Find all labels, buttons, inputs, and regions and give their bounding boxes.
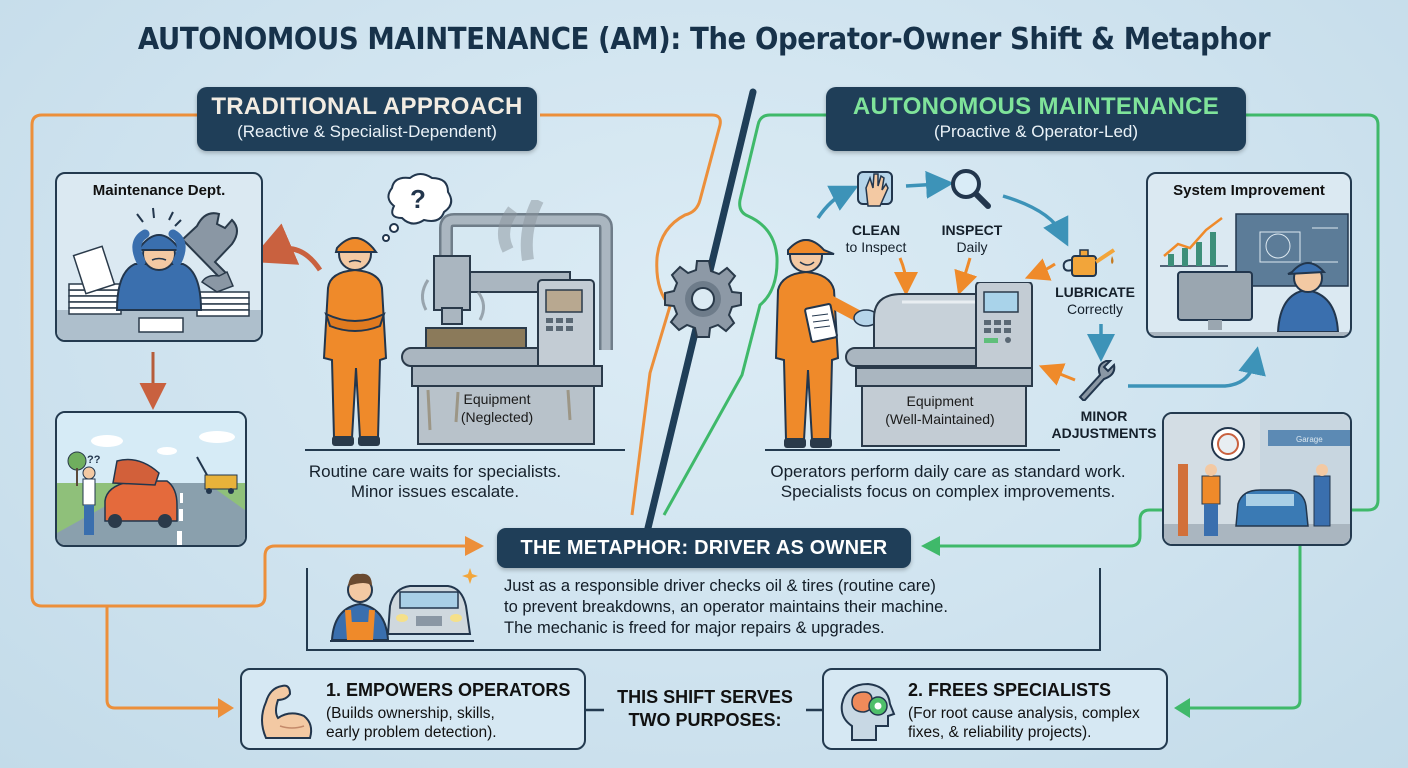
purpose1-line2: early problem detection). xyxy=(326,724,497,741)
metaphor-line3: The mechanic is freed for major repairs … xyxy=(504,619,885,637)
svg-text:Garage: Garage xyxy=(1296,435,1323,444)
autonomous-header-subtitle: (Proactive & Operator-Led) xyxy=(933,122,1139,141)
driver-with-car-icon xyxy=(330,568,478,642)
step-clean: CLEAN to Inspect xyxy=(826,222,926,256)
purpose2-line1: (For root cause analysis, complex xyxy=(908,705,1140,722)
step-lubricate-title: LUBRICATE xyxy=(1055,284,1135,300)
metaphor-line2: to prevent breakdowns, an operator maint… xyxy=(504,598,948,616)
two-purposes-line1: THIS SHIFT SERVES xyxy=(617,687,793,707)
autonomous-caption-line2: Specialists focus on complex improvement… xyxy=(780,482,1116,501)
specialist-at-computer-illustration xyxy=(1148,213,1350,336)
step-clean-title: CLEAN xyxy=(851,222,901,238)
traditional-caption-line2: Minor issues escalate. xyxy=(350,482,520,501)
step-inspect: INSPECT Daily xyxy=(924,222,1020,256)
purpose2-desc: (For root cause analysis, complex fixes,… xyxy=(908,704,1140,742)
metaphor-title: THE METAPHOR: DRIVER AS OWNER xyxy=(497,528,911,568)
traditional-header-title: TRADITIONAL APPROACH xyxy=(211,93,523,120)
step-minor-sub: ADJUSTMENTS xyxy=(1051,425,1157,441)
purpose1-line1: (Builds ownership, skills, xyxy=(326,705,495,722)
flexed-arm-icon xyxy=(261,684,313,739)
step-lubricate-sub: Correctly xyxy=(1066,301,1123,317)
cloth-hand-icon xyxy=(857,171,893,207)
step-minor-title: MINOR xyxy=(1080,408,1128,424)
equipment-state: (Neglected) xyxy=(460,409,534,425)
traditional-caption-line1: Routine care waits for specialists. xyxy=(308,462,562,481)
autonomous-maintenance-header: AUTONOMOUS MAINTENANCE (Proactive & Oper… xyxy=(826,87,1246,151)
metaphor-line1: Just as a responsible driver checks oil … xyxy=(504,577,936,595)
autonomous-caption-line1: Operators perform daily care as standard… xyxy=(770,462,1126,481)
maintenance-dept-panel: Maintenance Dept. xyxy=(55,172,263,342)
well-maintained-equipment-label: Equipment (Well-Maintained) xyxy=(862,392,1018,428)
system-improvement-panel: System Improvement xyxy=(1146,172,1352,338)
happy-operator-illustration xyxy=(774,239,878,448)
car-breakdown-illustration: ?? xyxy=(57,413,245,545)
purpose2-title: 2. FREES SPECIALISTS xyxy=(908,680,1112,700)
traditional-approach-header: TRADITIONAL APPROACH (Reactive & Special… xyxy=(197,87,537,151)
autonomous-caption: Operators perform daily care as standard… xyxy=(738,462,1158,502)
traditional-caption: Routine care waits for specialists. Mino… xyxy=(270,462,600,502)
garage-service-panel: Garage xyxy=(1162,412,1352,546)
two-purposes-line2: TWO PURPOSES: xyxy=(628,710,782,730)
magnifier-icon xyxy=(951,169,991,209)
equipment-label: Equipment xyxy=(463,391,531,407)
purpose1-title: 1. EMPOWERS OPERATORS xyxy=(326,680,571,700)
equipment-label: Equipment xyxy=(906,393,974,409)
gear-icon xyxy=(664,260,742,338)
step-inspect-sub: Daily xyxy=(956,239,988,255)
brain-gear-icon xyxy=(840,682,896,741)
neglected-equipment-illustration xyxy=(401,200,613,445)
system-improvement-title: System Improvement xyxy=(1173,182,1325,199)
wrench-icon xyxy=(1078,360,1116,401)
roadside-breakdown-panel: ?? xyxy=(55,411,247,547)
well-maintained-equipment-illustration xyxy=(845,282,1033,447)
purpose-empowers-operators: 1. EMPOWERS OPERATORS (Builds ownership,… xyxy=(240,668,586,750)
svg-text:??: ?? xyxy=(87,454,101,466)
frustrated-operator-illustration xyxy=(322,237,388,446)
maintenance-dept-title: Maintenance Dept. xyxy=(92,182,226,199)
step-minor-adjustments: MINOR ADJUSTMENTS xyxy=(1044,408,1164,442)
traditional-header-subtitle: (Reactive & Specialist-Dependent) xyxy=(237,122,497,141)
purpose2-line2: fixes, & reliability projects). xyxy=(908,724,1092,741)
autonomous-header-title: AUTONOMOUS MAINTENANCE xyxy=(852,93,1220,120)
thought-bubble-icon: ? xyxy=(382,173,453,242)
oil-can-icon xyxy=(1062,248,1116,277)
svg-text:?: ? xyxy=(410,184,426,214)
garage-mechanic-illustration: Garage xyxy=(1164,414,1350,544)
equipment-state: (Well-Maintained) xyxy=(885,411,995,427)
stressed-specialist-illustration xyxy=(57,207,261,340)
two-purposes-label: THIS SHIFT SERVES TWO PURPOSES: xyxy=(600,686,810,732)
step-clean-sub: to Inspect xyxy=(845,239,907,255)
step-lubricate: LUBRICATE Correctly xyxy=(1040,284,1150,318)
metaphor-text: Just as a responsible driver checks oil … xyxy=(504,576,1064,639)
step-inspect-title: INSPECT xyxy=(941,222,1003,238)
neglected-equipment-label: Equipment (Neglected) xyxy=(432,390,562,426)
page-title: AUTONOMOUS MAINTENANCE (AM): The Operato… xyxy=(137,22,1271,57)
purpose1-desc: (Builds ownership, skills, early problem… xyxy=(326,704,497,742)
purpose-frees-specialists: 2. FREES SPECIALISTS (For root cause ana… xyxy=(822,668,1168,750)
